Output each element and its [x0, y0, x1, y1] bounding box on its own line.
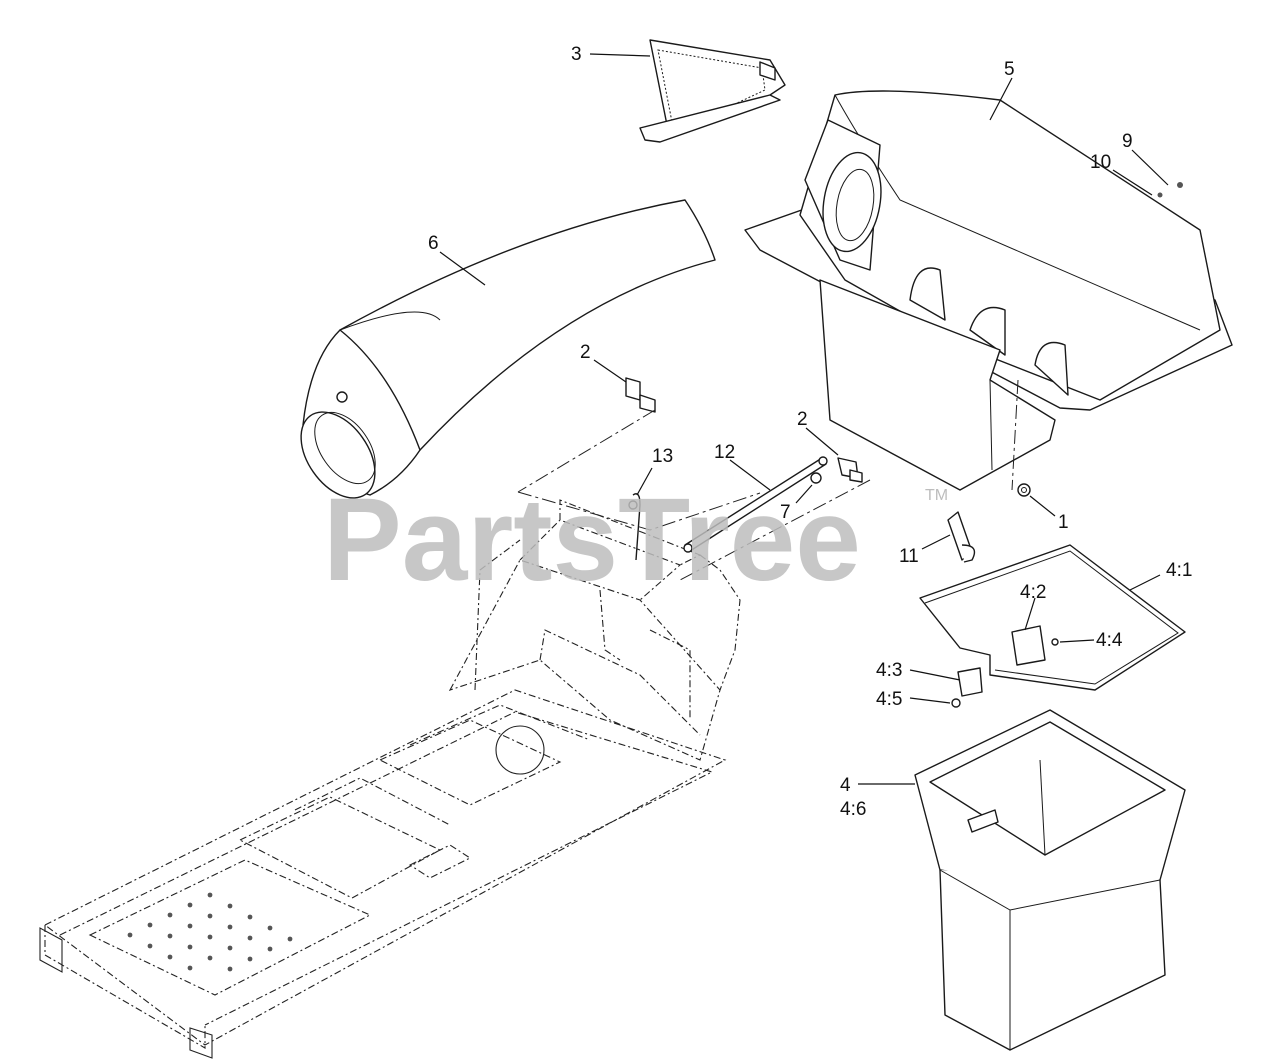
nut [1017, 483, 1031, 497]
callout-labels: 3 5 9 10 6 2 2 12 13 7 1 11 4:1 4:2 4:4 … [428, 44, 1192, 820]
callout-4-5: 4:5 [876, 689, 902, 710]
callout-11: 11 [899, 546, 919, 567]
mower-chassis-frame [39, 491, 761, 1059]
watermark-trademark: TM [925, 487, 948, 504]
callout-2-left: 2 [580, 342, 591, 363]
hinge-rod [683, 456, 828, 553]
hopper-lid [744, 90, 1233, 491]
callout-4-2: 4:2 [1020, 582, 1046, 603]
callout-4-6: 4:6 [840, 799, 866, 820]
callout-7: 7 [780, 502, 791, 523]
bag-frame [919, 544, 1186, 691]
callout-4-1: 4:1 [1166, 560, 1192, 581]
callout-10: 10 [1090, 152, 1111, 173]
callout-13: 13 [652, 446, 673, 467]
hopper-screen [639, 39, 786, 143]
foot-plate-holes [127, 892, 293, 972]
frame-bracket-upper [1011, 625, 1059, 666]
callout-12: 12 [714, 442, 735, 463]
clevis-pin [810, 472, 822, 484]
collection-bag [914, 709, 1186, 1051]
frame-bracket-lower [951, 667, 983, 708]
callout-4: 4 [840, 775, 851, 796]
callout-5: 5 [1004, 59, 1015, 80]
callout-1: 1 [1058, 512, 1069, 533]
callout-4-4: 4:4 [1096, 630, 1123, 651]
callout-leaders [439, 53, 1169, 785]
callout-6: 6 [428, 233, 439, 254]
bracket-left [625, 377, 656, 413]
latch [947, 511, 976, 563]
hitch-pin [628, 493, 641, 561]
discharge-tube [300, 199, 716, 499]
callout-4-3: 4:3 [876, 660, 902, 681]
watermark-text: PartsTree [323, 474, 861, 606]
bracket-right [837, 457, 863, 483]
callout-3: 3 [571, 44, 582, 65]
callout-9: 9 [1122, 131, 1133, 152]
callout-2-right: 2 [797, 409, 808, 430]
